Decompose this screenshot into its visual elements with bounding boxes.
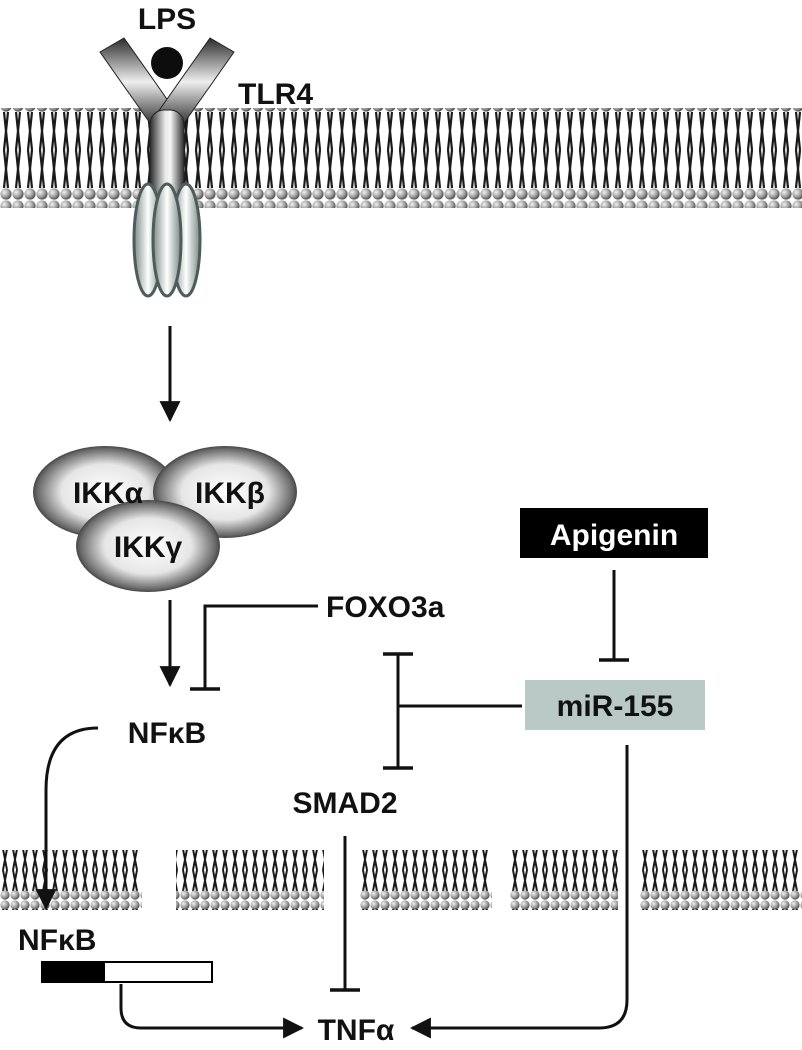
ikk-alpha-label: IKKα bbox=[73, 477, 144, 510]
arrow-nfkb-translocation bbox=[35, 726, 99, 911]
ikk-beta-label: IKKβ bbox=[195, 477, 265, 510]
tnfa-label: TNFα bbox=[318, 1014, 395, 1047]
plasma-membrane bbox=[0, 108, 802, 208]
foxo3a-label: FOXO3a bbox=[326, 591, 445, 624]
lps-label: LPS bbox=[138, 3, 196, 36]
nfkb-cytoplasmic-label: NFκB bbox=[128, 717, 206, 750]
tlr4-receptor bbox=[99, 37, 235, 298]
arrow-gene-to-tnfa bbox=[119, 984, 305, 1039]
gene-promoter-region bbox=[41, 961, 105, 983]
arrow-mir155-to-tnfa bbox=[409, 745, 629, 1039]
ikk-gamma-label: IKKγ bbox=[114, 531, 183, 564]
mir155-label: miR-155 bbox=[557, 690, 674, 723]
smad2-label: SMAD2 bbox=[292, 787, 397, 820]
apigenin-label: Apigenin bbox=[550, 519, 678, 552]
nfkb-nuclear-label: NFκB bbox=[18, 924, 96, 957]
lps-ligand bbox=[151, 47, 183, 79]
nuclear-membrane bbox=[0, 850, 802, 910]
ikk-complex: IKKα IKKβ IKKγ bbox=[33, 446, 297, 592]
ikk-gamma bbox=[76, 500, 220, 592]
apigenin-box bbox=[520, 508, 708, 558]
inhibit-foxo3a-nfkb bbox=[203, 604, 318, 688]
mir155-box bbox=[525, 680, 705, 730]
tlr4-label: TLR4 bbox=[238, 78, 313, 111]
gene-coding-region bbox=[103, 961, 213, 983]
